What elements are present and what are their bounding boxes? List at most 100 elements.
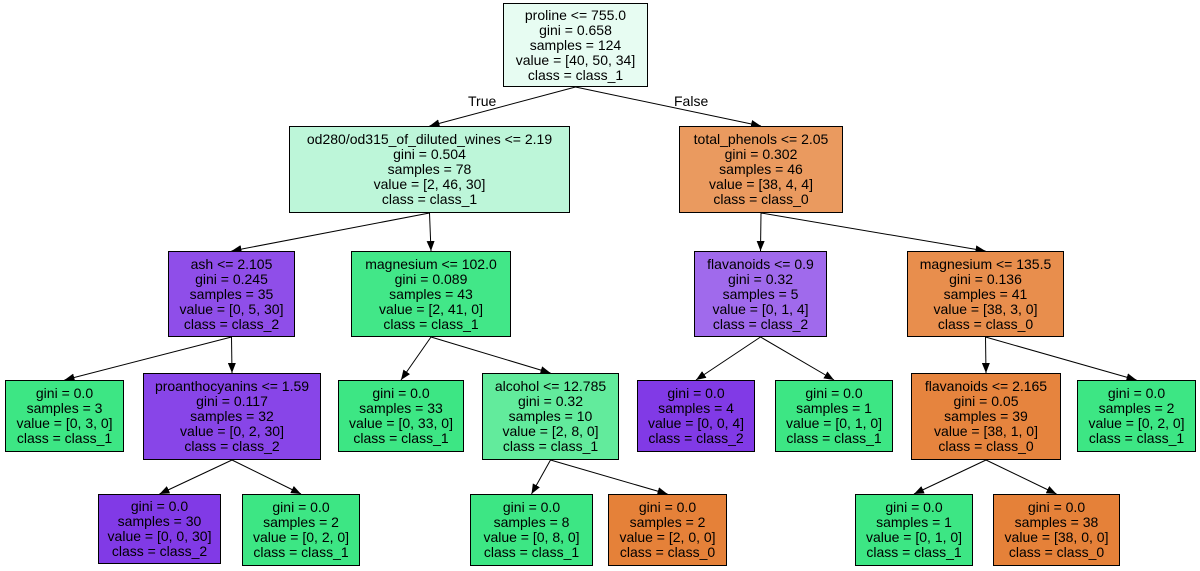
node-line: value = [0, 1, 0] — [865, 529, 963, 545]
node-line: samples = 32 — [190, 408, 274, 424]
node-line: total_phenols <= 2.05 — [693, 131, 829, 147]
node-line: samples = 5 — [722, 285, 799, 302]
node-line: samples = 10 — [508, 408, 593, 424]
node-line: value = [0, 0, 4] — [647, 415, 745, 431]
node-line: value = [0, 2, 0] — [1088, 415, 1185, 431]
node-line: flavanoids <= 0.9 — [707, 255, 814, 272]
edge-n0-n1 — [429, 86, 576, 128]
node-line: class = class_2 — [712, 315, 809, 332]
edge-n1-n7 — [426, 212, 435, 252]
edge-n16-n20 — [985, 336, 1137, 382]
node-line: gini = 0.0 — [1107, 385, 1166, 401]
node-line: value = [38, 0, 0] — [1004, 529, 1109, 545]
edge-n9-n10 — [531, 459, 551, 495]
node-line: magnesium <= 135.5 — [919, 255, 1052, 272]
node-line: gini = 0.0 — [502, 499, 561, 515]
node-line: value = [0, 1, 0] — [785, 415, 883, 431]
node-line: value = [0, 8, 0] — [483, 529, 580, 545]
node-line: gini = 0.0 — [805, 385, 863, 401]
node-line: ash <= 2.105 — [190, 255, 273, 272]
node-line: samples = 124 — [529, 36, 622, 53]
edge-n17-n19 — [985, 459, 1057, 495]
node-line: class = class_1 — [502, 438, 599, 454]
edge-n0-n12 — [575, 86, 762, 128]
node-line: class = class_1 — [16, 430, 113, 446]
node-line: samples = 33 — [359, 400, 443, 416]
node-line: class = class_1 — [866, 544, 962, 560]
node-line: class = class_0 — [713, 191, 809, 207]
edge-n7-n8 — [400, 336, 432, 381]
node-line: class = class_1 — [786, 430, 882, 446]
node-line: value = [0, 2, 30] — [180, 423, 284, 439]
node-line: samples = 38 — [1014, 514, 1099, 530]
node-line: gini = 0.0 — [1027, 499, 1086, 515]
edge-n9-n11 — [550, 459, 668, 496]
node-line: alcohol <= 12.785 — [494, 378, 607, 394]
node-line: class = class_0 — [937, 315, 1034, 332]
node-line: class = class_1 — [253, 544, 349, 560]
node-line: class = class_1 — [353, 430, 449, 446]
node-line: proline <= 755.0 — [524, 6, 627, 23]
node-line: value = [38, 3, 0] — [933, 300, 1038, 317]
edge-n16-n17 — [981, 336, 990, 374]
node-line: gini = 0.136 — [949, 270, 1022, 287]
node-line: class = class_1 — [383, 315, 479, 332]
edge-n17-n18 — [913, 459, 987, 495]
node-line: magnesium <= 102.0 — [365, 255, 497, 272]
node-line: class = class_1 — [1088, 430, 1185, 446]
node-line: samples = 2 — [1098, 400, 1175, 416]
node-line: class = class_2 — [183, 315, 280, 332]
node-line: samples = 4 — [658, 400, 734, 416]
edge-label-true: True — [468, 93, 497, 109]
node-line: samples = 78 — [387, 161, 472, 177]
node-line: value = [38, 1, 0] — [934, 423, 1038, 439]
node-line: value = [0, 3, 0] — [16, 415, 113, 431]
node-line: gini = 0.245 — [195, 270, 268, 287]
edge-n4-n6 — [231, 459, 302, 495]
edge-n12-n13 — [756, 212, 765, 252]
edge-n2-n4 — [227, 336, 236, 374]
edge-n7-n9 — [430, 336, 551, 374]
node-line: value = [0, 5, 30] — [179, 300, 284, 317]
node-line: value = [2, 41, 0] — [379, 300, 483, 317]
node-line: gini = 0.117 — [196, 393, 268, 409]
node-line: class = class_2 — [184, 438, 280, 454]
node-line: od280/od315_of_diluted_wines <= 2.19 — [306, 131, 553, 147]
edge-n12-n16 — [760, 212, 986, 254]
node-line: samples = 46 — [719, 161, 803, 177]
node-line: gini = 0.302 — [724, 146, 798, 162]
node-line: value = [2, 8, 0] — [502, 423, 599, 439]
node-line: samples = 1 — [796, 400, 872, 416]
node-line: class = class_2 — [111, 543, 208, 559]
edge-n1-n2 — [231, 212, 430, 254]
node-line: class = class_0 — [1008, 544, 1105, 560]
edge-n4-n5 — [159, 459, 233, 495]
node-line: value = [40, 50, 34] — [515, 51, 636, 68]
node-line: value = [2, 0, 0] — [619, 529, 716, 545]
node-line: value = [38, 4, 4] — [709, 176, 813, 192]
edge-n2-n3 — [64, 336, 232, 382]
node-line: gini = 0.0 — [372, 385, 430, 401]
node-line: samples = 35 — [189, 285, 274, 302]
node-line: gini = 0.32 — [518, 393, 583, 409]
edge-label-false: False — [674, 93, 709, 109]
node-line: gini = 0.05 — [953, 393, 1019, 409]
node-line: samples = 43 — [389, 285, 473, 302]
node-line: class = class_1 — [483, 544, 580, 560]
